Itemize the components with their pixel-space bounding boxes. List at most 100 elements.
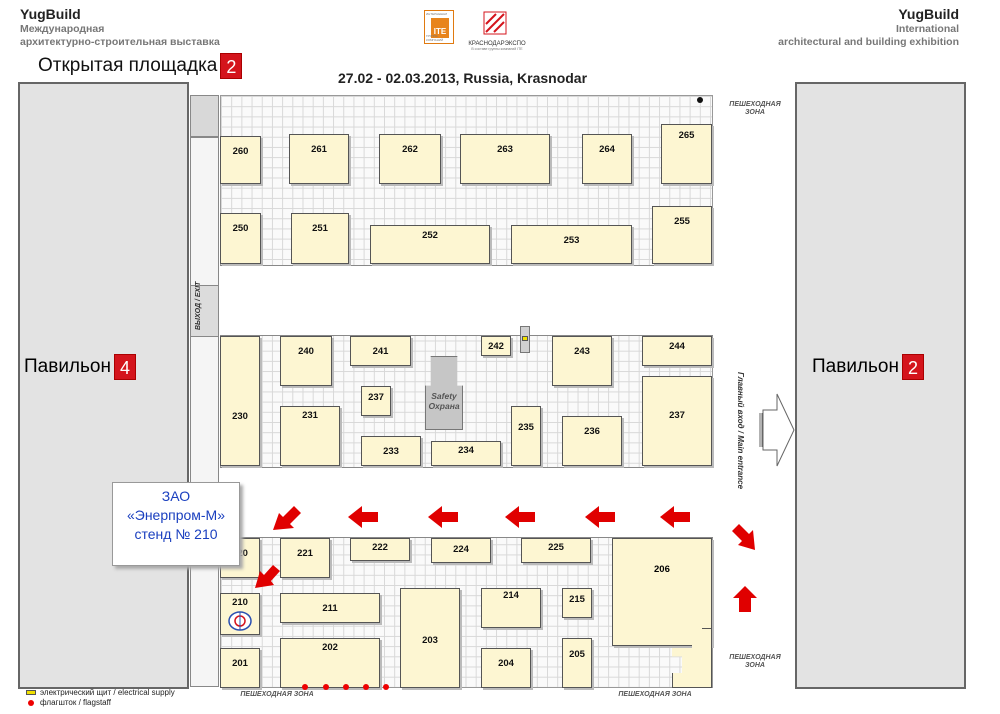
arrow-left-4 (428, 506, 458, 528)
krasnodarexpo-logo: КРАСНОДАРЭКСПО В составе группы компаний… (462, 10, 532, 51)
callout-company-type: ЗАО (161, 488, 191, 504)
booth-233[interactable]: 233 (361, 436, 421, 466)
booth-250[interactable]: 250 (220, 213, 261, 264)
arrow-diag-1 (273, 506, 301, 530)
booth-201[interactable]: 201 (220, 648, 260, 688)
pedestrian-zone-bottom-left: ПЕШЕХОДНАЯ ЗОНА (240, 691, 314, 698)
booth-214[interactable]: 214 (481, 588, 541, 628)
legend-flagstaff-text: флагшток / flagstaff (40, 698, 111, 707)
booth-241[interactable]: 241 (350, 336, 411, 366)
booth-221[interactable]: 221 (280, 538, 330, 578)
electrical-supply-icon (522, 336, 528, 341)
flagstaff-1 (302, 684, 308, 690)
pavilion-2-label-text: Павильон (812, 356, 899, 378)
booth-206-label: 206 (654, 564, 670, 575)
ite-logo: ITE ИНТЕРНЕШНЛ ГРУППА КОМПАНИЙ (424, 10, 454, 44)
booth-204[interactable]: 204 (481, 648, 531, 688)
krasnodarexpo-logo-icon (483, 11, 507, 35)
booth-235[interactable]: 235 (511, 406, 541, 466)
arrow-up-entrance (733, 586, 757, 612)
aisle-lower (220, 467, 713, 538)
booth-215[interactable]: 215 (562, 588, 592, 618)
arrow-left-5 (348, 506, 378, 528)
booth-210[interactable]: 210 (220, 593, 260, 635)
booth-240[interactable]: 240 (280, 336, 332, 386)
pedestrian-zone-bottom-right: ПЕШЕХОДНАЯ ЗОНА (618, 691, 692, 698)
booth-260[interactable]: 260 (220, 136, 261, 184)
left-brand: YugBuild (20, 6, 81, 22)
aisle-upper (220, 265, 713, 336)
booth-237-small[interactable]: 237 (361, 386, 391, 416)
hall-title-text: Открытая площадка (38, 55, 218, 77)
booth-205[interactable]: 205 (562, 638, 592, 688)
callout-booth-number: стенд № 210 (134, 526, 218, 542)
hall-number-badge: 2 (220, 53, 243, 79)
booth-222[interactable]: 222 (350, 538, 410, 561)
booth-203[interactable]: 203 (400, 588, 460, 688)
pedestrian-zone-top: ПЕШЕХОДНАЯ ЗОНА (729, 101, 781, 116)
booth-263[interactable]: 263 (460, 134, 550, 184)
booth-242[interactable]: 242 (481, 336, 511, 356)
exhibition-dates: 27.02 - 02.03.2013, Russia, Krasnodar (338, 70, 588, 86)
arrow-left-1 (660, 506, 690, 528)
exit-block: ВЫХОД / EXIT (190, 282, 219, 337)
booth-265[interactable]: 265 (661, 124, 712, 184)
electrical-supply-column (520, 326, 530, 353)
flagstaff-3 (343, 684, 349, 690)
pavilion-4 (18, 82, 189, 689)
booth-264[interactable]: 264 (582, 134, 632, 184)
entrance-arrow-outline (762, 393, 795, 467)
exhibitor-callout[interactable]: ЗАО «Энерпром-М» стенд № 210 (112, 482, 240, 566)
booth-202[interactable]: 202 (280, 638, 380, 688)
booth-244[interactable]: 244 (642, 336, 712, 366)
booth-225[interactable]: 225 (521, 538, 591, 563)
corner-dot (697, 97, 703, 103)
safety-post: Safety Охрана (425, 356, 463, 430)
left-subtitle-1: Международная (20, 23, 105, 35)
booth-243[interactable]: 243 (552, 336, 612, 386)
booth-261[interactable]: 261 (289, 134, 349, 184)
krasnodarexpo-logo-subtext: В составе группы компаний ITE (471, 47, 523, 51)
booth-231[interactable]: 231 (280, 406, 340, 466)
flagstaff-5 (383, 684, 389, 690)
booth-230[interactable]: 230 (220, 336, 260, 466)
booth-234[interactable]: 234 (431, 441, 501, 466)
booth-211[interactable]: 211 (280, 593, 380, 623)
safety-label: Safety (431, 391, 457, 401)
legend-electrical-text: электрический щит / electrical supply (40, 688, 175, 697)
booth-251[interactable]: 251 (291, 213, 349, 264)
booth-255[interactable]: 255 (652, 206, 712, 264)
booth-252[interactable]: 252 (370, 225, 490, 264)
arrow-left-3 (505, 506, 535, 528)
right-subtitle-2: architectural and building exhibition (778, 36, 959, 48)
safety-label-ru: Охрана (428, 401, 460, 411)
krasnodarexpo-logo-text: КРАСНОДАРЭКСПО (468, 41, 526, 47)
ite-logo-bottom-text: ГРУППА КОМПАНИЙ (426, 34, 444, 42)
booth-224[interactable]: 224 (431, 538, 491, 563)
booth-237-large[interactable]: 237 (642, 376, 712, 466)
booth-206-main[interactable] (612, 538, 712, 646)
ite-logo-mark: ITE (431, 18, 449, 38)
ite-logo-top-text: ИНТЕРНЕШНЛ (426, 12, 448, 16)
pedestrian-zone-right: ПЕШЕХОДНАЯ ЗОНА (729, 654, 781, 669)
right-subtitle-1: International (895, 23, 959, 35)
arrow-diag-entrance (732, 524, 755, 550)
flagstaff-2 (323, 684, 329, 690)
pavilion-2-number: 2 (901, 354, 924, 380)
booth-262[interactable]: 262 (379, 134, 441, 184)
right-brand: YugBuild (898, 6, 959, 22)
booth-236[interactable]: 236 (562, 416, 622, 466)
left-subtitle-2: архитектурно-строительная выставка (20, 36, 220, 48)
flagstaff-4 (363, 684, 369, 690)
main-entrance-label: Главный вход / Main entrance (736, 372, 745, 490)
callout-company-name: «Энерпром-М» (126, 507, 226, 523)
corner-block (190, 95, 219, 137)
arrow-left-2 (585, 506, 615, 528)
pavilion-4-label-text: Павильон (24, 356, 111, 378)
legend-flagstaff-icon (28, 700, 34, 706)
booth-253[interactable]: 253 (511, 225, 632, 264)
